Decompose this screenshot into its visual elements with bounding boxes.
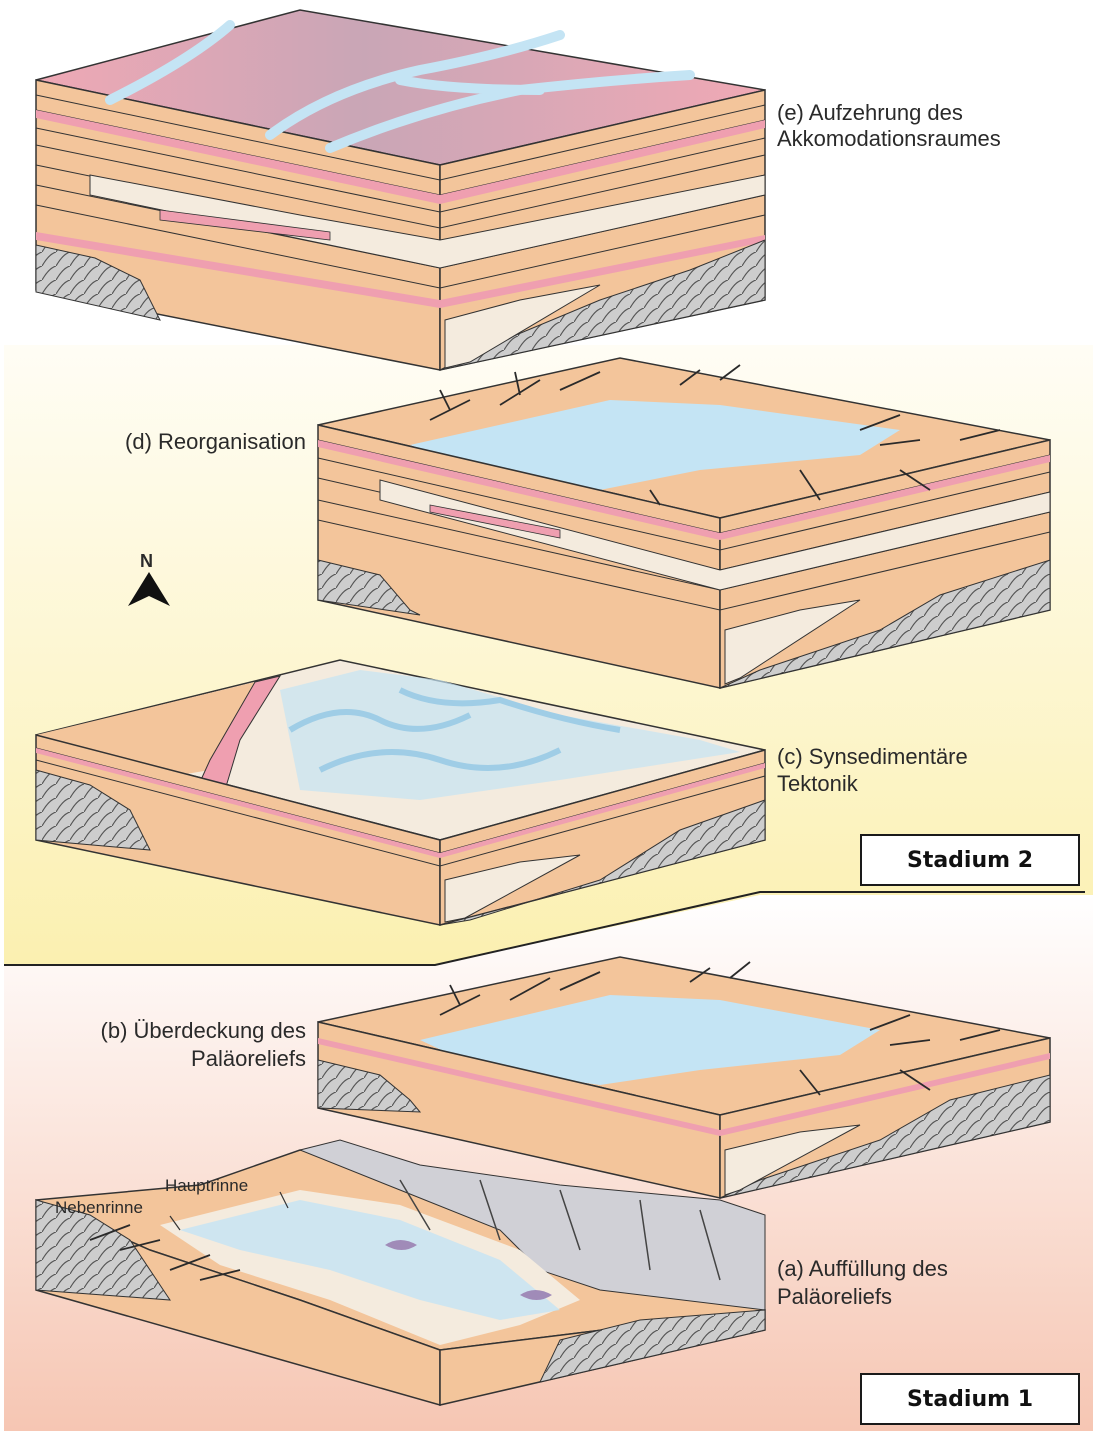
label-c-line2: Tektonik xyxy=(777,771,858,797)
label-b-line1: (b) Überdeckung des xyxy=(40,1018,306,1044)
label-d: (d) Reorganisation xyxy=(80,429,306,455)
stage1-box: Stadium 1 xyxy=(860,1373,1080,1425)
label-e-line1: (e) Aufzehrung des xyxy=(777,100,963,126)
label-a-line1: (a) Auffüllung des xyxy=(777,1256,948,1282)
label-nebenrinne: Nebenrinne xyxy=(55,1198,143,1218)
label-a-line2: Paläoreliefs xyxy=(777,1284,892,1310)
stage2-box: Stadium 2 xyxy=(860,834,1080,886)
label-hauptrinne: Hauptrinne xyxy=(165,1176,248,1196)
block-e xyxy=(36,10,765,370)
label-c-line1: (c) Synsedimentäre xyxy=(777,744,968,770)
label-e-line2: Akkomodationsraumes xyxy=(777,126,1001,152)
north-letter: N xyxy=(140,548,153,574)
label-b-line2: Paläoreliefs xyxy=(40,1046,306,1072)
